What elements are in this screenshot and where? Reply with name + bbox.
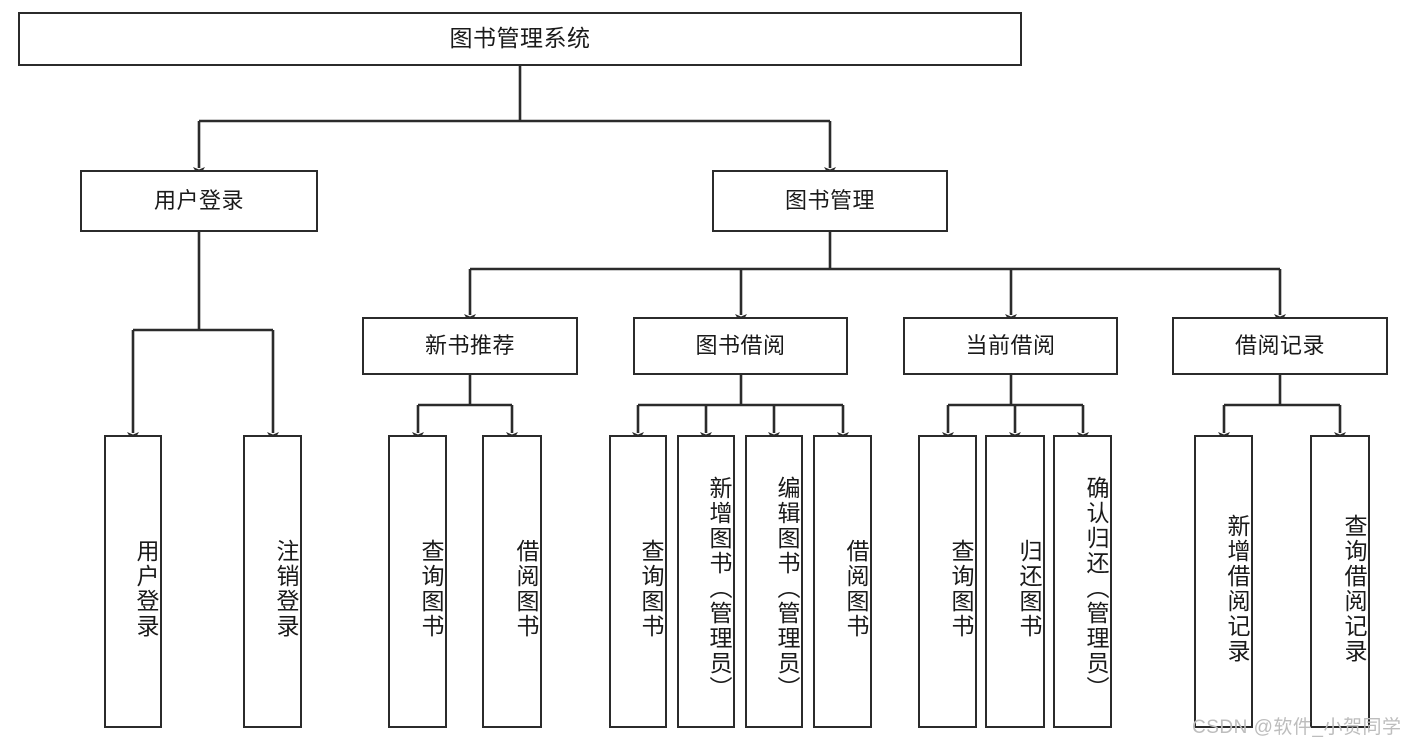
node-leaf-query-book-3[interactable]: 查询图书	[918, 435, 977, 728]
node-leaf-query-record[interactable]: 查询借阅记录	[1310, 435, 1370, 728]
node-book-borrow[interactable]: 图书借阅	[633, 317, 848, 375]
node-leaf-add-record[interactable]: 新增借阅记录	[1194, 435, 1253, 728]
node-root[interactable]: 图书管理系统	[18, 12, 1022, 66]
node-borrow-record[interactable]: 借阅记录	[1172, 317, 1388, 375]
node-user-login[interactable]: 用户登录	[80, 170, 318, 232]
node-leaf-query-book-1[interactable]: 查询图书	[388, 435, 447, 728]
node-leaf-borrow-book-1[interactable]: 借阅图书	[482, 435, 542, 728]
watermark-text: CSDN @软件_小贺同学	[1192, 717, 1402, 738]
node-book-manage[interactable]: 图书管理	[712, 170, 948, 232]
node-leaf-edit-book[interactable]: 编辑图书（管理员）	[745, 435, 803, 728]
node-leaf-query-book-2[interactable]: 查询图书	[609, 435, 667, 728]
node-leaf-confirm-ret[interactable]: 确认归还（管理员）	[1053, 435, 1112, 728]
node-leaf-return-book[interactable]: 归还图书	[985, 435, 1045, 728]
node-new-book-rec[interactable]: 新书推荐	[362, 317, 578, 375]
node-leaf-user-login[interactable]: 用户登录	[104, 435, 162, 728]
node-leaf-user-logout[interactable]: 注销登录	[243, 435, 302, 728]
node-leaf-borrow-book-2[interactable]: 借阅图书	[813, 435, 872, 728]
node-leaf-add-book[interactable]: 新增图书（管理员）	[677, 435, 735, 728]
node-current-borrow[interactable]: 当前借阅	[903, 317, 1118, 375]
